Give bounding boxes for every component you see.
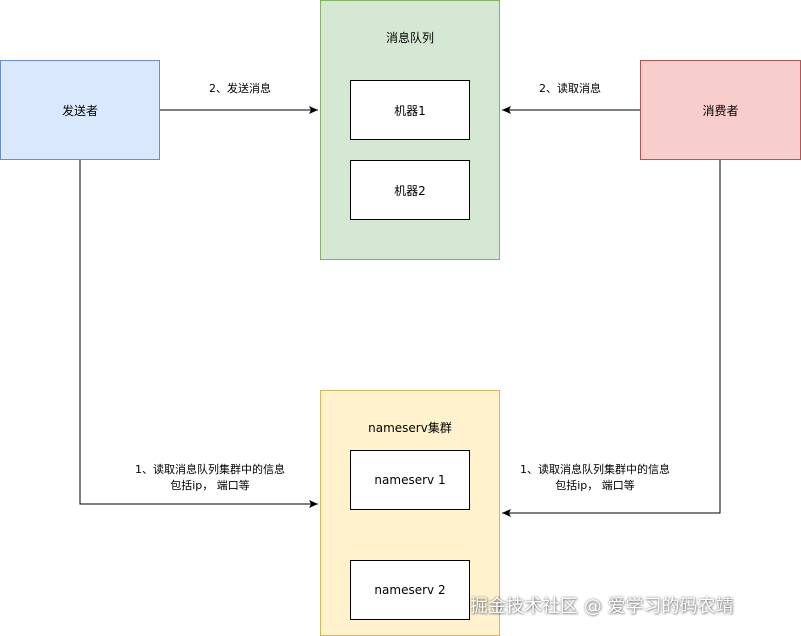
consumer-nameserv-label-line1: 1、读取消息队列集群中的信息 xyxy=(520,463,670,476)
consumer-node: 消费者 xyxy=(640,60,801,160)
nameserv-2-node: nameserv 2 xyxy=(350,560,470,620)
sender-nameserv-label-line1: 1、读取消息队列集群中的信息 xyxy=(135,463,285,476)
watermark-text: 掘金技术社区 @ 爱学习的码农靖 xyxy=(470,596,734,617)
consumer-label: 消费者 xyxy=(702,103,739,118)
machine-1-node: 机器1 xyxy=(350,80,470,140)
edge-consumer-to-nameserv xyxy=(502,160,721,517)
nameserv-1-label: nameserv 1 xyxy=(374,473,446,487)
nameserv-cluster-title: nameserv集群 xyxy=(368,421,452,435)
read-message-label: 2、读取消息 xyxy=(539,82,601,95)
sender-nameserv-label-line2: 包括ip， 端口等 xyxy=(170,479,250,492)
nameserv-1-node: nameserv 1 xyxy=(350,450,470,510)
message-queue-title: 消息队列 xyxy=(385,31,434,45)
sender-nameserv-label: 1、读取消息队列集群中的信息 包括ip， 端口等 xyxy=(120,462,300,494)
send-message-label: 2、发送消息 xyxy=(209,82,271,95)
nameserv-2-label: nameserv 2 xyxy=(374,583,446,597)
machine-1-label: 机器1 xyxy=(394,103,426,118)
edge-sender-to-nameserv xyxy=(79,160,318,508)
machine-2-node: 机器2 xyxy=(350,160,470,220)
sender-node: 发送者 xyxy=(0,60,160,160)
consumer-nameserv-label: 1、读取消息队列集群中的信息 包括ip， 端口等 xyxy=(500,462,690,494)
sender-label: 发送者 xyxy=(61,103,98,118)
machine-2-label: 机器2 xyxy=(394,183,426,198)
consumer-nameserv-label-line2: 包括ip， 端口等 xyxy=(555,479,635,492)
